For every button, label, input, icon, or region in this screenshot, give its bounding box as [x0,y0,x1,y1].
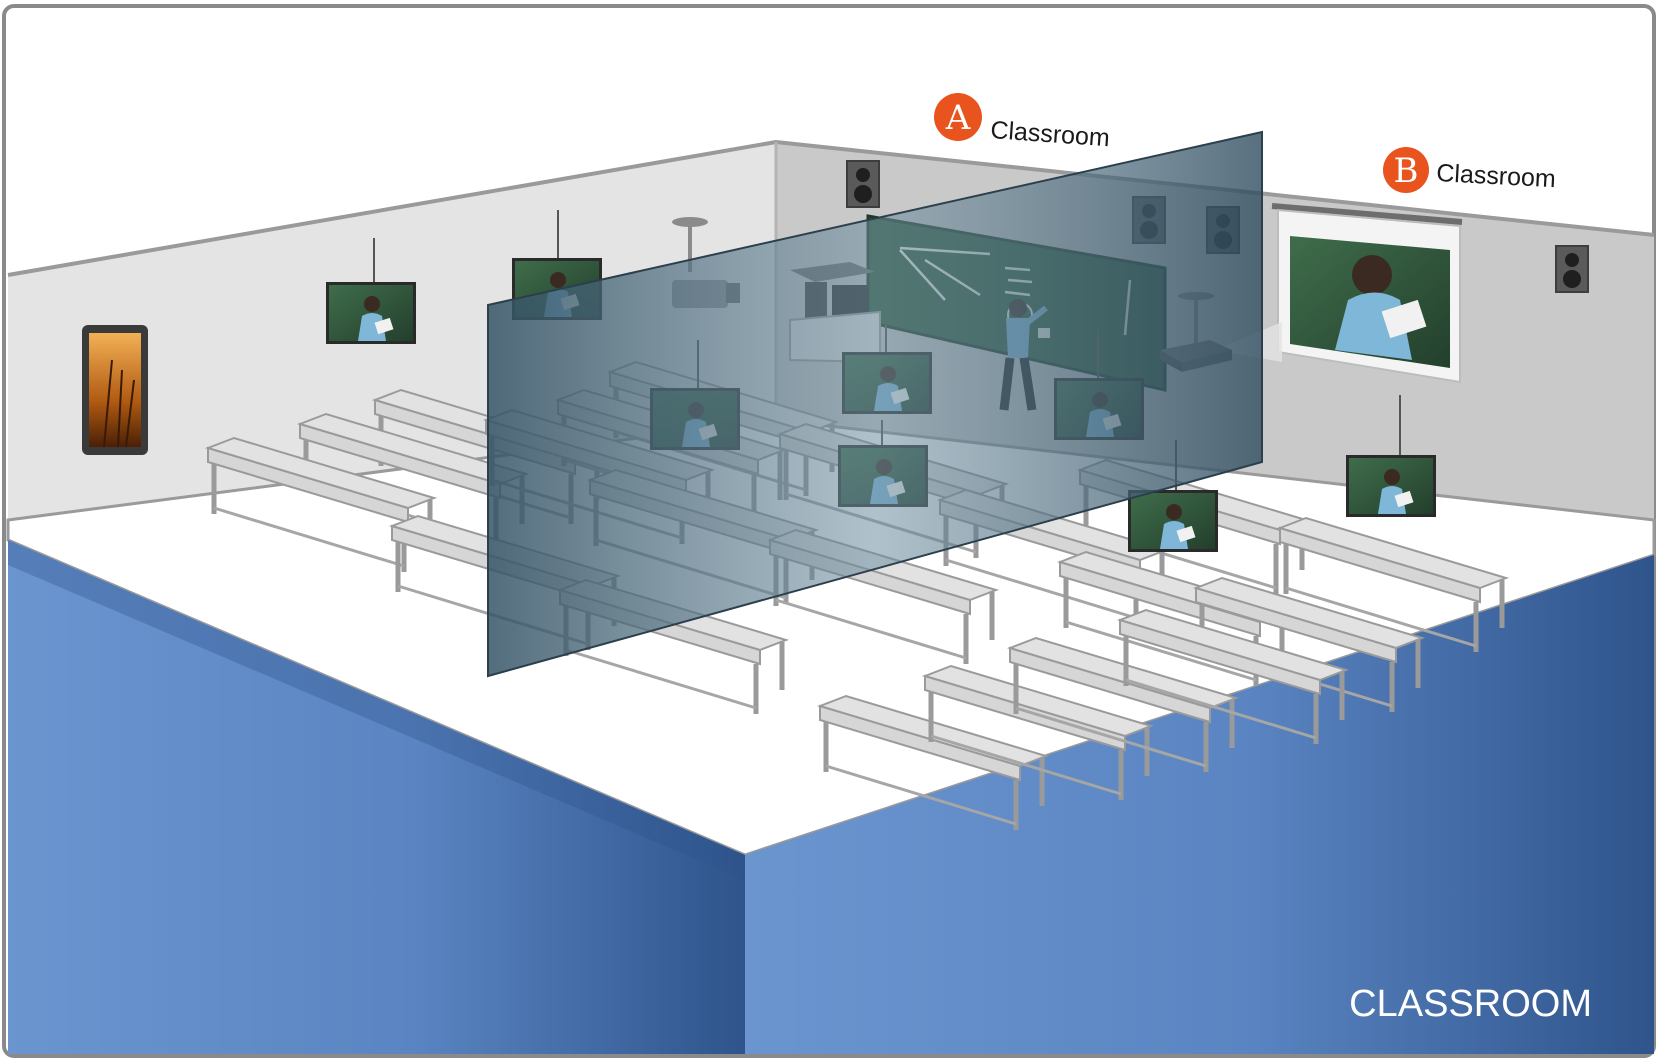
display-screen-icon [326,282,416,344]
zone-a-letter: A [945,98,971,138]
digital-signage-icon [82,325,148,455]
floor-base [8,540,745,1054]
diagram-title: CLASSROOM [1349,983,1592,1025]
projection-screen [1215,203,1463,384]
zone-b-badge [1383,147,1429,193]
display-screen-icon [1128,490,1218,552]
speaker-icon [846,160,880,208]
zone-b-label: B Classroom [1383,147,1556,193]
display-screen-icon [1346,455,1436,517]
zone-b-text: Classroom [1436,159,1557,193]
floor-base-right [745,555,1654,1054]
partition-wall [487,130,1263,678]
zone-b-letter: B [1394,151,1419,191]
zone-a-badge [934,93,982,141]
speaker-icon [1555,245,1589,293]
